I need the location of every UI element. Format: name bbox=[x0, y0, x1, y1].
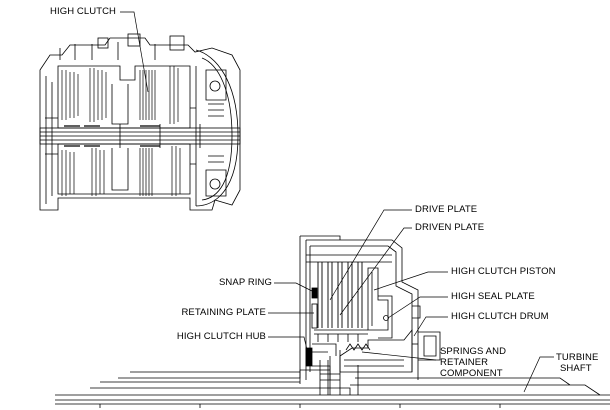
springs-leader bbox=[361, 351, 437, 361]
label-snap-ring: SNAP RING bbox=[219, 277, 272, 288]
high-clutch-hub-leader bbox=[268, 336, 309, 355]
high-seal-plate-leader bbox=[387, 296, 448, 319]
label-springs-line-1: SPRINGS AND bbox=[440, 346, 507, 357]
label-high-seal-plate: HIGH SEAL PLATE bbox=[451, 291, 535, 302]
transmission-overview bbox=[39, 33, 241, 211]
snap-ring-leader bbox=[274, 282, 317, 294]
label-springs-and-retainer-component: SPRINGS AND RETAINER COMPONENT bbox=[440, 346, 506, 379]
label-springs-line-2: RETAINER bbox=[440, 357, 489, 368]
label-turbine-line-1: TURBINE bbox=[556, 352, 599, 363]
label-high-clutch-hub: HIGH CLUTCH HUB bbox=[176, 331, 266, 342]
label-high-clutch-drum: HIGH CLUTCH DRUM bbox=[451, 311, 549, 322]
label-retaining-plate: RETAINING PLATE bbox=[181, 307, 266, 318]
label-springs-line-3: COMPONENT bbox=[440, 368, 503, 379]
high-clutch-cross-section bbox=[55, 235, 610, 408]
driven-plate-leader bbox=[339, 227, 412, 316]
high-clutch-piston-leader bbox=[373, 271, 448, 291]
high-clutch-leader bbox=[120, 11, 149, 93]
label-driven-plate: DRIVEN PLATE bbox=[415, 222, 485, 233]
label-turbine-line-2: SHAFT bbox=[560, 363, 592, 374]
high-clutch-drum-leader bbox=[413, 316, 448, 337]
drive-plate-leader bbox=[329, 209, 412, 301]
label-high-clutch: HIGH CLUTCH bbox=[50, 6, 117, 17]
label-turbine-shaft: TURBINE SHAFT bbox=[556, 352, 598, 374]
label-high-clutch-piston: HIGH CLUTCH PISTON bbox=[451, 266, 556, 277]
label-leaders bbox=[268, 209, 554, 393]
turbine-shaft-leader bbox=[523, 356, 554, 393]
label-drive-plate: DRIVE PLATE bbox=[415, 204, 478, 215]
